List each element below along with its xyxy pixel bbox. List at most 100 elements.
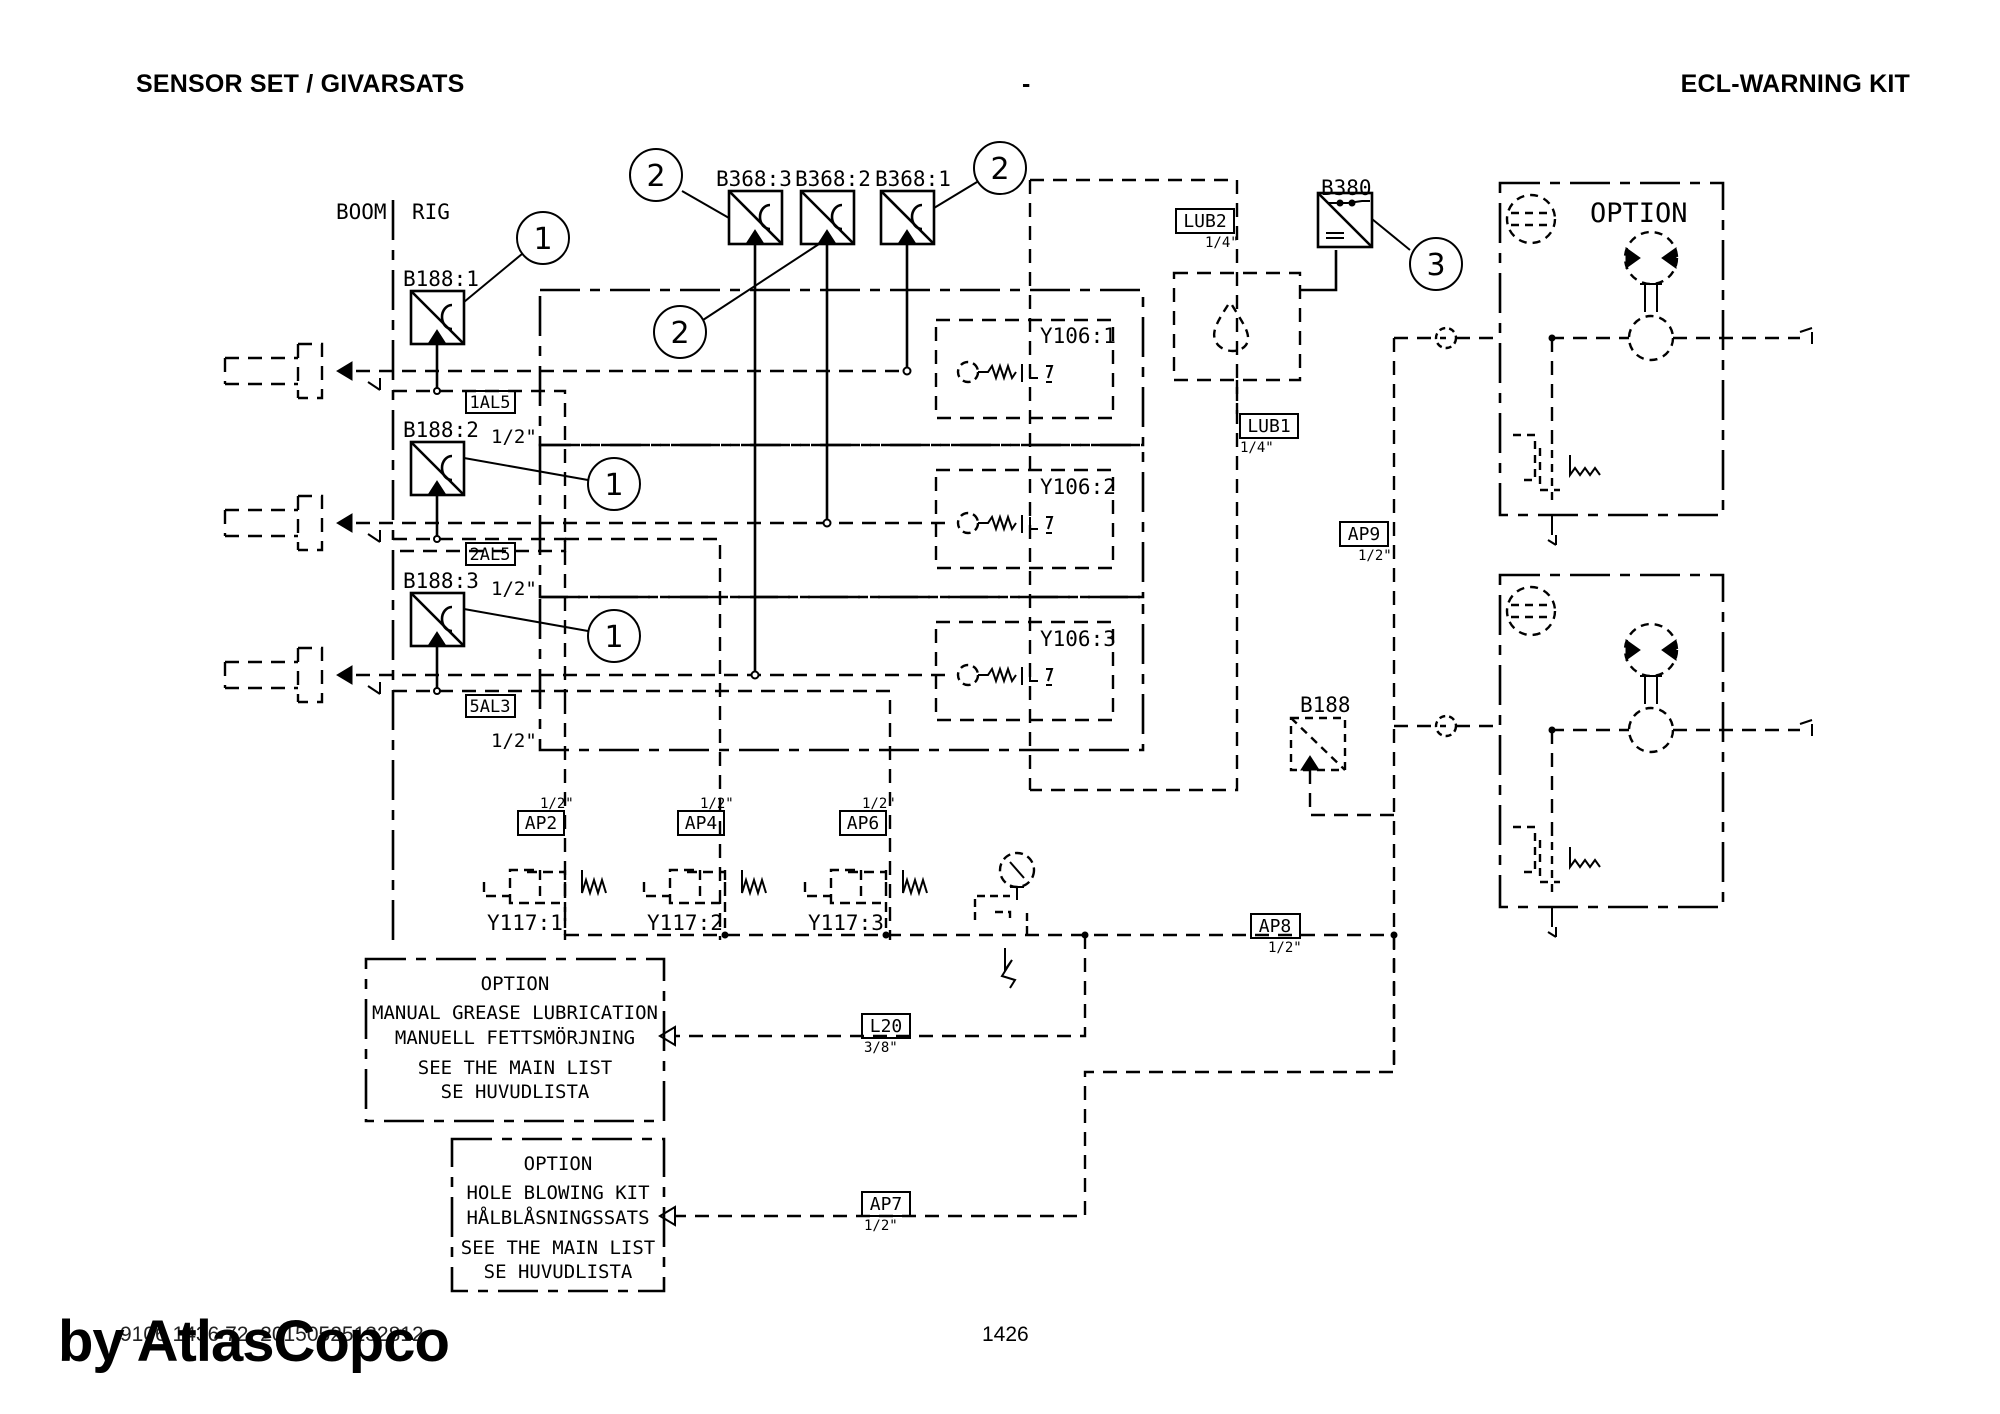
- svg-text:OPTION: OPTION: [524, 1153, 593, 1175]
- boom-connector-1: [223, 342, 900, 400]
- pressure-arrow-icon: [427, 480, 447, 496]
- svg-text:MANUELL FETTSMÖRJNING: MANUELL FETTSMÖRJNING: [395, 1026, 635, 1049]
- arrow-left-icon: [658, 1025, 676, 1047]
- valve-y117-1[interactable]: Y117:1: [482, 868, 607, 935]
- motor-icon: [1505, 585, 1557, 637]
- option-box-grease-lubrication: OPTION MANUAL GREASE LUBRICATION MANUELL…: [364, 957, 666, 1123]
- callout-3: 3: [1371, 218, 1463, 291]
- pump-icon: [1623, 230, 1679, 286]
- svg-text:1/4": 1/4": [1240, 440, 1274, 456]
- pressure-regulator: [973, 851, 1036, 989]
- valve-y117-2[interactable]: Y117:2: [642, 868, 767, 935]
- svg-text:1/2": 1/2": [1358, 548, 1392, 564]
- valve-label: Y117:3: [808, 911, 884, 935]
- callout-2-b: 2: [653, 243, 820, 359]
- sensor-b368-1[interactable]: B368:1: [875, 167, 951, 376]
- valve-label: Y106:3: [1040, 627, 1116, 651]
- sensor-label: B368:1: [875, 167, 951, 191]
- line-to-ap4: [565, 537, 722, 940]
- callout-2-a: 2: [629, 148, 730, 219]
- sensor-b188-3[interactable]: B188:3: [403, 569, 479, 695]
- valve-y106-1[interactable]: Y106:1: [934, 318, 1116, 420]
- pressure-arrow-icon: [427, 329, 447, 345]
- svg-text:1: 1: [604, 620, 623, 655]
- sensor-b188-2[interactable]: B188:2: [403, 418, 479, 543]
- valve-label: Y106:2: [1040, 475, 1116, 499]
- l20-line: [675, 935, 1087, 1038]
- port-2al5: 2AL5 1/2": [465, 542, 537, 600]
- svg-text:SEE THE MAIN LIST: SEE THE MAIN LIST: [418, 1057, 612, 1079]
- svg-text:L20: L20: [870, 1016, 903, 1037]
- option-label: OPTION: [1590, 198, 1688, 229]
- svg-text:SE HUVUDLISTA: SE HUVUDLISTA: [441, 1081, 590, 1103]
- svg-text:HOLE BLOWING KIT: HOLE BLOWING KIT: [466, 1182, 649, 1204]
- svg-text:HÅLBLÅSNINGSSATS: HÅLBLÅSNINGSSATS: [466, 1206, 649, 1229]
- sensor-b380[interactable]: B380: [1316, 176, 1374, 249]
- svg-text:1/2": 1/2": [491, 426, 537, 448]
- zone-label-rig: RIG: [412, 200, 450, 224]
- callout-1-b: 1: [463, 457, 641, 511]
- pressure-arrow-icon: [427, 631, 447, 647]
- manifold-block-3: [538, 595, 1145, 752]
- port-ap4: 1/2" AP4: [677, 796, 734, 836]
- port-ap9: AP9 1/2": [1339, 521, 1392, 564]
- callout-2-c: 2: [933, 141, 1027, 209]
- svg-text:AP9: AP9: [1348, 524, 1381, 545]
- svg-text:SEE THE MAIN LIST: SEE THE MAIN LIST: [461, 1237, 655, 1259]
- arrow-left-icon: [336, 665, 353, 685]
- manifold-block-2: [538, 443, 1145, 599]
- valve-y106-3[interactable]: Y106:3: [934, 620, 1116, 722]
- callout-1-c: 1: [463, 608, 641, 663]
- svg-text:1/4": 1/4": [1205, 235, 1239, 251]
- svg-text:5AL3: 5AL3: [470, 697, 511, 717]
- valve-label: Y117:2: [647, 911, 723, 935]
- svg-text:SE HUVUDLISTA: SE HUVUDLISTA: [484, 1261, 633, 1283]
- sensor-b188-1[interactable]: B188:1: [403, 267, 479, 395]
- port-ap8: AP8 1/2": [1250, 913, 1302, 956]
- svg-text:1: 1: [604, 468, 623, 503]
- svg-text:AP4: AP4: [685, 813, 718, 834]
- svg-text:1/2": 1/2": [862, 796, 896, 812]
- arrow-left-icon: [658, 1205, 676, 1227]
- svg-text:2: 2: [646, 159, 665, 194]
- boom-connector-2: [223, 494, 945, 552]
- svg-text:3: 3: [1426, 248, 1445, 283]
- sensor-b188-optional[interactable]: B188: [1289, 693, 1394, 817]
- watermark: by AtlasCopco: [58, 1309, 450, 1374]
- document-title: SENSOR SET / GIVARSATS: [136, 70, 465, 98]
- sensor-b368-2[interactable]: B368:2: [795, 167, 871, 528]
- svg-text:MANUAL GREASE LUBRICATION: MANUAL GREASE LUBRICATION: [372, 1002, 658, 1024]
- svg-text:AP7: AP7: [870, 1194, 903, 1215]
- svg-text:2AL5: 2AL5: [470, 545, 511, 565]
- svg-text:OPTION: OPTION: [481, 973, 550, 995]
- svg-text:2: 2: [670, 316, 689, 351]
- arrow-left-icon: [336, 513, 353, 533]
- oil-reservoir: [1172, 250, 1338, 382]
- oil-drop-icon: [1213, 304, 1250, 353]
- document-number: 9106 1436 72_20150525132812: [120, 1323, 424, 1346]
- port-lub2: LUB2 1/4": [1175, 208, 1239, 251]
- port-ap2: 1/2" AP2: [517, 796, 574, 836]
- sensor-label: B188:1: [403, 267, 479, 291]
- valve-y106-2[interactable]: Y106:2: [934, 468, 1116, 570]
- svg-text:1/2": 1/2": [491, 730, 537, 752]
- manifold-block-1: [538, 288, 1145, 447]
- port-l20: L20 3/8": [861, 1013, 911, 1056]
- svg-text:AP8: AP8: [1259, 916, 1292, 937]
- svg-text:LUB2: LUB2: [1183, 211, 1226, 232]
- svg-text:1/2": 1/2": [864, 1218, 898, 1234]
- motor-icon: [1505, 193, 1557, 245]
- header-separator: -: [1022, 70, 1031, 98]
- relief-valve-icon: [1513, 433, 1560, 500]
- line-to-ap6: [393, 689, 892, 940]
- svg-text:1/2": 1/2": [1268, 940, 1302, 956]
- valve-y117-3[interactable]: Y117:3: [803, 868, 928, 935]
- sensor-label: B368:2: [795, 167, 871, 191]
- sensor-label: B188:3: [403, 569, 479, 593]
- option-box-top: OPTION: [1498, 181, 1813, 546]
- svg-text:1/2": 1/2": [491, 578, 537, 600]
- sensor-b368-3[interactable]: B368:3: [716, 167, 792, 680]
- pressure-arrow-icon: [1300, 755, 1320, 771]
- port-region-1al5: [393, 389, 567, 553]
